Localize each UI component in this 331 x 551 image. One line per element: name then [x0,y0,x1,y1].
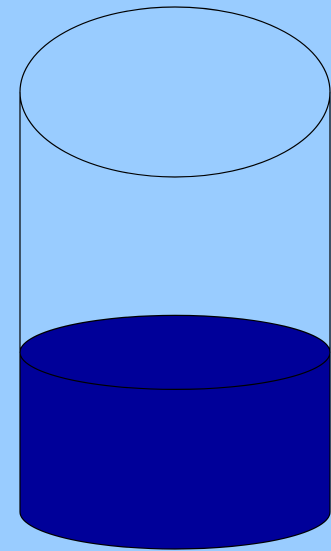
liquid-surface [20,315,330,389]
